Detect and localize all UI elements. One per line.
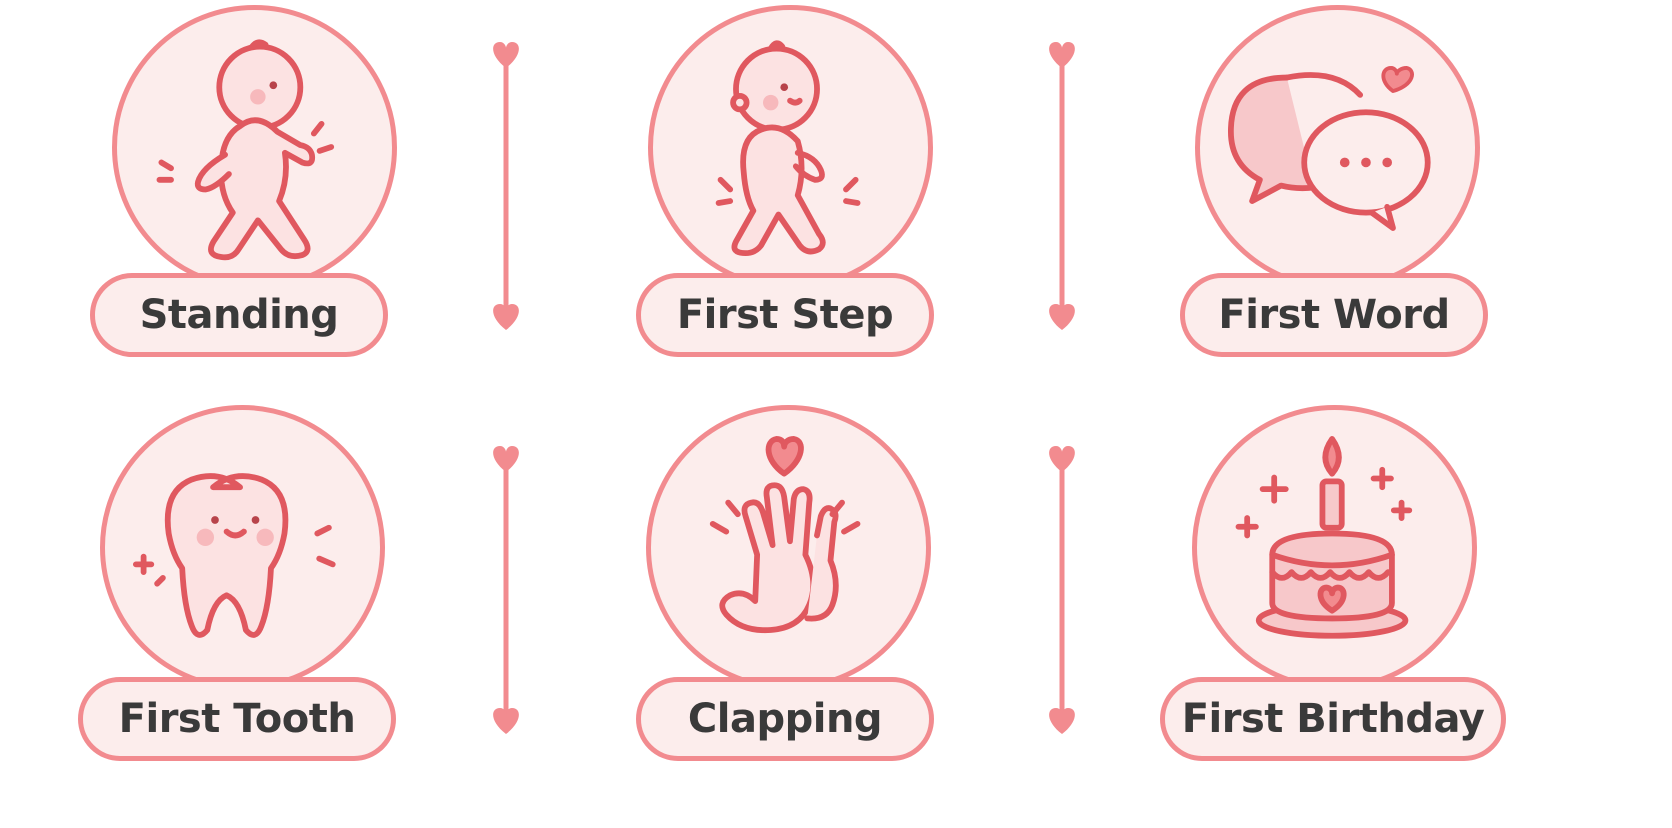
milestone-first-tooth: First Tooth	[78, 405, 418, 790]
milestone-circle	[648, 5, 933, 290]
milestone-circle	[100, 405, 385, 690]
milestone-circle	[1192, 405, 1477, 690]
milestone-first-step: First Step	[636, 5, 956, 390]
milestone-circle	[646, 405, 931, 690]
standing-baby-icon	[156, 39, 335, 261]
connector-row1-left	[486, 38, 526, 334]
connector-row2-left	[486, 442, 526, 738]
birthday-cake-icon	[1235, 436, 1413, 639]
clapping-hands-icon	[709, 436, 861, 634]
milestone-label: First Step	[636, 273, 934, 357]
milestone-circle	[1195, 5, 1480, 290]
milestone-first-word: First Word	[1180, 5, 1510, 390]
milestone-circle	[112, 5, 397, 290]
speech-bubbles-icon	[1227, 65, 1431, 231]
milestone-first-birthday: First Birthday	[1160, 405, 1520, 790]
connector-row1-right	[1042, 38, 1082, 334]
milestone-label: First Birthday	[1160, 677, 1506, 761]
walking-baby-icon	[715, 40, 861, 257]
connector-row2-right	[1042, 442, 1082, 738]
heart-connector-icon	[1049, 446, 1075, 734]
milestone-clapping: Clapping	[636, 405, 956, 790]
heart-connector-icon	[1049, 42, 1075, 330]
milestone-label: First Word	[1180, 273, 1488, 357]
heart-connector-icon	[493, 446, 519, 734]
milestone-label: First Tooth	[78, 677, 396, 761]
heart-connector-icon	[493, 42, 519, 330]
tooth-icon	[132, 473, 336, 638]
milestone-standing: Standing	[90, 5, 410, 390]
milestone-label: Standing	[90, 273, 388, 357]
milestone-label: Clapping	[636, 677, 934, 761]
